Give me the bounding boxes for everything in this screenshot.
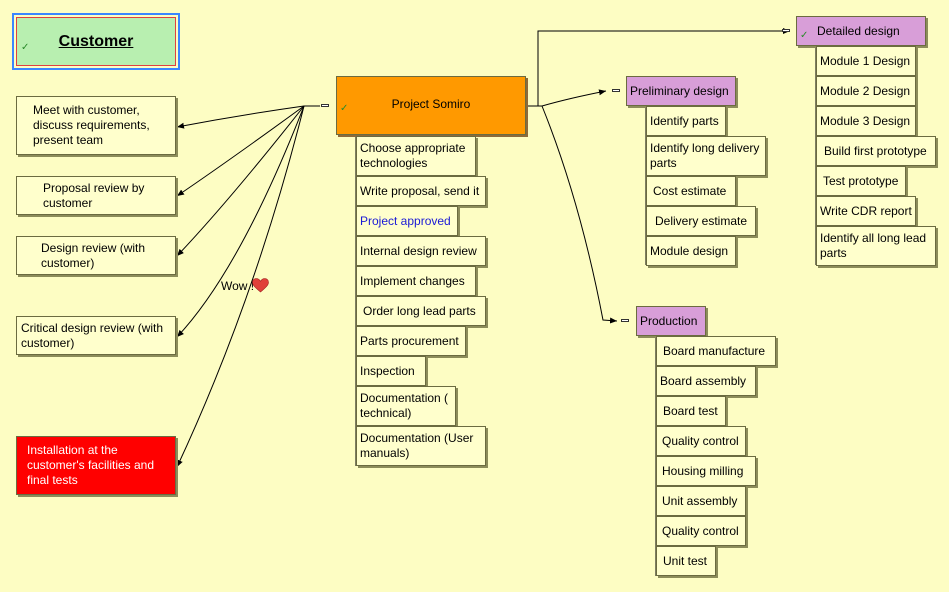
task-node[interactable]: Write proposal, send it [356,176,486,206]
task-label: Write proposal, send it [360,183,480,198]
task-node[interactable]: Internal design review [356,236,486,266]
detailed-item[interactable]: Identify all long lead parts [816,226,936,266]
task-label: Documentation ( technical) [360,391,449,420]
task-label: Parts procurement [360,333,459,348]
preliminary-item-label: Cost estimate [653,183,727,198]
detailed-item[interactable]: Module 2 Design [816,76,916,106]
detailed-item-label: Module 3 Design [820,113,911,128]
preliminary-item[interactable]: Identify long delivery parts [646,136,766,176]
detailed-item[interactable]: Write CDR report [816,196,916,226]
production-item[interactable]: Board assembly [656,366,756,396]
production-item[interactable]: Board test [656,396,726,426]
detailed-item-label: Test prototype [823,173,899,188]
detailed-item[interactable]: Test prototype [816,166,906,196]
task-node[interactable]: Parts procurement [356,326,466,356]
detailed-item[interactable]: Module 3 Design [816,106,916,136]
production-item-label: Board test [663,403,718,418]
phase-title: Preliminary design [630,83,729,98]
production-item-label: Quality control [662,433,739,448]
connector-customer-step-3 [176,105,305,257]
customer-node[interactable]: ✓ Customer [12,13,180,70]
task-node[interactable]: Project approved [356,206,458,236]
detailed-item-label: Identify all long lead parts [820,231,927,260]
customer-step-installation[interactable]: Installation at the customer's facilitie… [16,436,176,495]
task-label: Internal design review [360,243,477,258]
connector-customer-step-5 [176,105,305,468]
preliminary-item-label: Identify parts [650,113,719,128]
phase-detailed-design[interactable]: ✓ Detailed design [796,16,926,46]
preliminary-item[interactable]: Cost estimate [646,176,736,206]
connector-customer-step-2 [176,105,305,197]
customer-step-label: Proposal review by customer [43,180,145,210]
customer-node-inner: ✓ Customer [16,17,176,66]
detailed-item[interactable]: Module 1 Design [816,46,916,76]
annotation: Wow ! [221,278,269,293]
task-node[interactable]: Inspection [356,356,426,386]
connector-production [541,105,618,324]
phase-title: Production [640,313,698,328]
production-item[interactable]: Unit assembly [656,486,746,516]
customer-step-label: Critical design review (with customer) [21,320,164,350]
preliminary-item-label: Identify long delivery parts [650,141,760,170]
collapse-toggle-preliminary[interactable] [612,89,620,92]
root-node[interactable]: ✓ Project Somiro [336,76,526,135]
task-node[interactable]: Documentation (User manuals) [356,426,486,466]
heart-icon [252,278,269,293]
preliminary-item[interactable]: Module design [646,236,736,266]
checkmark-icon: ✓ [340,103,349,114]
production-item-label: Unit test [663,553,708,568]
production-item-label: Board manufacture [663,343,766,358]
task-node[interactable]: Order long lead parts [356,296,486,326]
production-item-label: Unit assembly [662,493,738,508]
checkmark-icon: ✓ [800,30,809,41]
production-item[interactable]: Housing milling [656,456,756,486]
preliminary-item[interactable]: Delivery estimate [646,206,756,236]
task-node[interactable]: Documentation ( technical) [356,386,456,426]
customer-step-design-review[interactable]: Design review (with customer) [16,236,176,275]
task-node[interactable]: Implement changes [356,266,476,296]
phase-production[interactable]: Production [636,306,706,336]
customer-title: Customer [58,32,134,50]
customer-step-critical-design-review[interactable]: Critical design review (with customer) [16,316,176,355]
production-item[interactable]: Quality control [656,516,746,546]
preliminary-item-label: Delivery estimate [655,213,748,228]
task-link[interactable]: Project approved [360,213,451,228]
task-label: Implement changes [360,273,465,288]
task-node[interactable]: Choose appropriate technologies [356,136,476,176]
customer-step-meet[interactable]: Meet with customer, discuss requirements… [16,96,176,155]
task-label: Order long lead parts [363,303,476,318]
task-label: Choose appropriate technologies [360,141,466,170]
checkmark-icon: ✓ [21,42,30,53]
customer-step-label: Design review (with customer) [41,240,146,270]
detailed-item[interactable]: Build first prototype [816,136,936,166]
production-item[interactable]: Quality control [656,426,746,456]
production-item-label: Housing milling [662,463,744,478]
detailed-item-label: Module 1 Design [820,53,911,68]
connector-customer-step-1 [176,105,305,129]
phase-title: Detailed design [817,23,900,38]
preliminary-item[interactable]: Identify parts [646,106,726,136]
preliminary-item-label: Module design [650,243,729,258]
production-item-label: Quality control [662,523,739,538]
detailed-item-label: Write CDR report [820,203,912,218]
connector-customer-step-4 [176,105,305,338]
task-label: Documentation (User manuals) [360,431,474,460]
phase-preliminary-design[interactable]: Preliminary design [626,76,736,106]
production-item[interactable]: Unit test [656,546,716,576]
detailed-item-label: Module 2 Design [820,83,911,98]
production-item[interactable]: Board manufacture [656,336,776,366]
collapse-toggle-production[interactable] [621,319,629,322]
production-item-label: Board assembly [660,373,747,388]
customer-step-label: Installation at the customer's facilitie… [27,443,155,487]
customer-step-label: Meet with customer, discuss requirements… [33,103,150,147]
annotation-text: Wow ! [221,278,255,293]
detailed-item-label: Build first prototype [824,143,927,158]
collapse-toggle-detailed[interactable] [782,29,790,32]
collapse-toggle-left[interactable] [321,104,329,107]
customer-step-proposal-review[interactable]: Proposal review by customer [16,176,176,215]
task-label: Inspection [360,363,415,378]
root-title: Project Somiro [391,97,471,111]
